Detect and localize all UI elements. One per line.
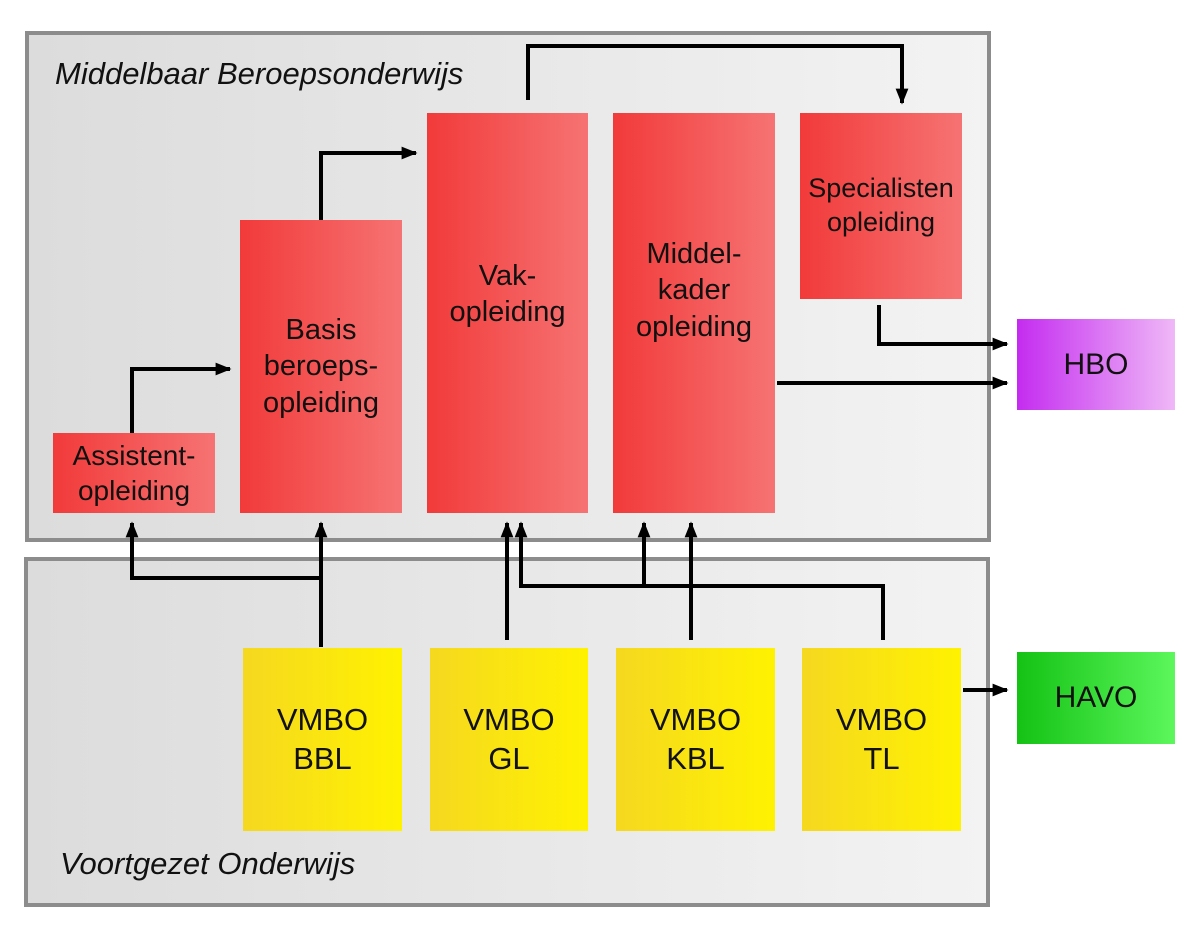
box-label-line: TL	[863, 740, 900, 776]
box-label-line: BBL	[293, 740, 352, 776]
mbo-panel-title: Middelbaar Beroepsonderwijs	[55, 56, 464, 91]
box-label-line: VMBO	[463, 701, 555, 737]
vo-panel-title: Voortgezet Onderwijs	[60, 846, 356, 881]
box-label-line: beroeps-	[263, 350, 379, 383]
box-label-line: Vak-	[478, 260, 537, 292]
box-label-line: GL	[488, 740, 530, 776]
box-label-line: Middel-	[646, 238, 742, 270]
basis-beroepsopleiding-box: Basis beroeps- opleiding	[240, 220, 402, 513]
assistent-opleiding-box: Assistent- opleiding	[53, 433, 215, 513]
vakopleiding-box: Vak- opleiding	[427, 113, 588, 513]
havo-label: HAVO	[1054, 681, 1138, 715]
vmbo-gl-box: VMBO GL	[430, 648, 588, 831]
vmbo-tl-box: VMBO TL	[802, 648, 961, 831]
box-label-line: opleiding	[77, 475, 191, 506]
box-label-line: VMBO	[276, 701, 369, 737]
box-label-line: KBL	[666, 740, 725, 776]
box-label-line: Assistent-	[72, 440, 196, 471]
box-label-line: kader	[657, 274, 731, 307]
box-label-line: opleiding	[449, 296, 566, 329]
hbo-box: HBO	[1017, 319, 1175, 410]
box-label-line: VMBO	[649, 701, 742, 737]
box-label-line: opleiding	[826, 207, 936, 237]
box-label-line: Specialisten	[808, 173, 954, 204]
vmbo-kbl-box: VMBO KBL	[616, 648, 775, 831]
box-label-line: opleiding	[262, 386, 380, 419]
middenkaderopleiding-box: Middel- kader opleiding	[613, 113, 775, 513]
box-label-line: Basis	[285, 314, 357, 347]
specialistenopleiding-box: Specialisten opleiding	[800, 113, 962, 299]
havo-box: HAVO	[1017, 652, 1175, 744]
hbo-label: HBO	[1063, 347, 1129, 381]
box-label-line: VMBO	[835, 701, 928, 737]
box-label-line: opleiding	[635, 310, 753, 343]
vmbo-bbl-box: VMBO BBL	[243, 648, 402, 831]
